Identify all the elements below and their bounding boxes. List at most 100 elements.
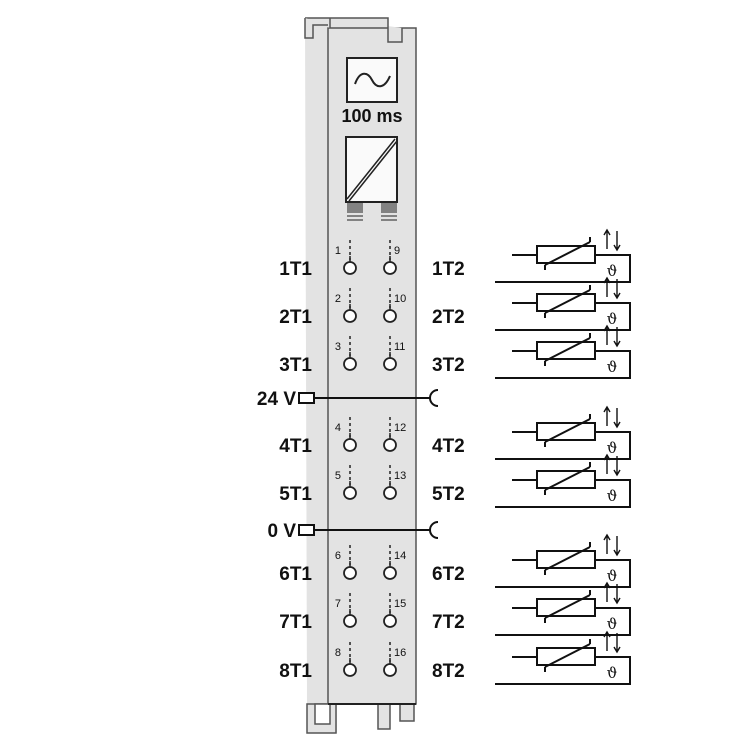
terminal-contact[interactable] <box>343 261 357 275</box>
terminal-row: 5T1 5T2 5 13 ϑ <box>279 453 631 508</box>
temperature-symbol: ϑ <box>607 615 618 633</box>
terminal-contact[interactable] <box>383 614 397 628</box>
terminal-label-left: 6T1 <box>279 564 312 585</box>
temperature-symbol: ϑ <box>607 439 618 457</box>
supply-label: 0 V <box>267 521 296 542</box>
terminal-label-left: 7T1 <box>279 612 312 633</box>
thermistor-symbol: ϑ <box>495 324 631 379</box>
thermistor-symbol: ϑ <box>495 630 631 685</box>
terminal-contact[interactable] <box>383 566 397 580</box>
filter-time-label: 100 ms <box>341 106 402 126</box>
pin-number: 10 <box>394 293 406 305</box>
temperature-symbol: ϑ <box>607 487 618 505</box>
terminal-contact[interactable] <box>383 663 397 677</box>
pin-number: 4 <box>335 422 341 434</box>
terminal-label-left: 4T1 <box>279 436 312 457</box>
arrow-up-icon <box>603 581 611 602</box>
arrow-down-icon <box>613 231 621 252</box>
connector-socket-icon <box>429 389 439 407</box>
terminal-label-right: 2T2 <box>432 307 465 328</box>
terminal-label-right: 3T2 <box>432 355 465 376</box>
arrow-up-icon <box>603 630 611 651</box>
terminal-row: 4T1 4T2 4 12 ϑ <box>279 405 631 460</box>
pin-number: 13 <box>394 470 406 482</box>
thermistor-symbol: ϑ <box>495 405 631 460</box>
terminal-contact[interactable] <box>383 357 397 371</box>
pin-number: 1 <box>335 245 341 257</box>
terminal-contact[interactable] <box>383 261 397 275</box>
terminal-contact[interactable] <box>343 486 357 500</box>
pin-number: 16 <box>394 647 406 659</box>
terminal-contact[interactable] <box>343 357 357 371</box>
terminal-contact[interactable] <box>383 438 397 452</box>
supply-terminal[interactable] <box>298 392 315 404</box>
temperature-symbol: ϑ <box>607 310 618 328</box>
arrow-down-icon <box>613 456 621 477</box>
terminal-label-left: 5T1 <box>279 484 312 505</box>
terminal-row: 3T1 3T2 3 11 ϑ <box>279 324 631 379</box>
temperature-symbol: ϑ <box>607 262 618 280</box>
terminal-contact[interactable] <box>343 438 357 452</box>
arrow-down-icon <box>613 536 621 557</box>
pin-number: 8 <box>335 647 341 659</box>
arrow-up-icon <box>603 405 611 426</box>
thermistor-symbol: ϑ <box>495 453 631 508</box>
terminal-label-right: 4T2 <box>432 436 465 457</box>
terminal-row: 8T1 8T2 8 16 ϑ <box>279 630 631 685</box>
arrow-down-icon <box>613 408 621 429</box>
supply-0v: 0 V <box>267 521 439 542</box>
terminal-contact[interactable] <box>343 663 357 677</box>
thermistor-symbol: ϑ <box>495 533 631 588</box>
filter-block: 100 ms <box>341 57 403 126</box>
supply-label: 24 V <box>257 389 296 410</box>
terminal-row: 2T1 2T2 2 10 ϑ <box>279 276 631 331</box>
terminal-row: 1T1 1T2 1 9 ϑ <box>279 228 631 283</box>
pin-number: 9 <box>394 245 400 257</box>
terminal-label-right: 8T2 <box>432 661 465 682</box>
terminal-label-right: 6T2 <box>432 564 465 585</box>
supply-terminal[interactable] <box>298 524 315 536</box>
pin-number: 3 <box>335 341 341 353</box>
arrow-down-icon <box>613 327 621 348</box>
supply-24v: 24 V <box>257 389 439 410</box>
bus-contacts-icon <box>347 203 397 221</box>
temperature-symbol: ϑ <box>607 664 618 682</box>
terminal-label-left: 3T1 <box>279 355 312 376</box>
arrow-up-icon <box>603 533 611 554</box>
pin-number: 2 <box>335 293 341 305</box>
terminal-label-left: 1T1 <box>279 259 312 280</box>
terminal-label-right: 1T2 <box>432 259 465 280</box>
terminal-contact[interactable] <box>343 309 357 323</box>
sine-wave-icon <box>354 72 391 88</box>
terminal-contact[interactable] <box>343 614 357 628</box>
connector-socket-icon <box>429 521 439 539</box>
terminal-label-left: 8T1 <box>279 661 312 682</box>
temperature-symbol: ϑ <box>607 358 618 376</box>
terminal-contact[interactable] <box>383 309 397 323</box>
arrow-down-icon <box>613 279 621 300</box>
terminal-row: 6T1 6T2 6 14 ϑ <box>279 533 631 588</box>
pin-number: 5 <box>335 470 341 482</box>
thermistor-symbol: ϑ <box>495 276 631 331</box>
terminal-row: 7T1 7T2 7 15 ϑ <box>279 581 631 636</box>
arrow-down-icon <box>613 633 621 654</box>
pin-number: 14 <box>394 550 406 562</box>
terminal-label-left: 2T1 <box>279 307 312 328</box>
terminal-contact[interactable] <box>383 486 397 500</box>
thermistor-symbol: ϑ <box>495 581 631 636</box>
pin-number: 6 <box>335 550 341 562</box>
temperature-symbol: ϑ <box>607 567 618 585</box>
terminal-label-right: 7T2 <box>432 612 465 633</box>
pin-number: 7 <box>335 598 341 610</box>
pin-number: 12 <box>394 422 406 434</box>
arrow-up-icon <box>603 324 611 345</box>
terminal-label-right: 5T2 <box>432 484 465 505</box>
isolation-block <box>345 136 398 221</box>
terminal-contact[interactable] <box>343 566 357 580</box>
pin-number: 11 <box>394 341 405 353</box>
arrow-up-icon <box>603 276 611 297</box>
arrow-up-icon <box>603 453 611 474</box>
pin-number: 15 <box>394 598 406 610</box>
arrow-up-icon <box>603 228 611 249</box>
